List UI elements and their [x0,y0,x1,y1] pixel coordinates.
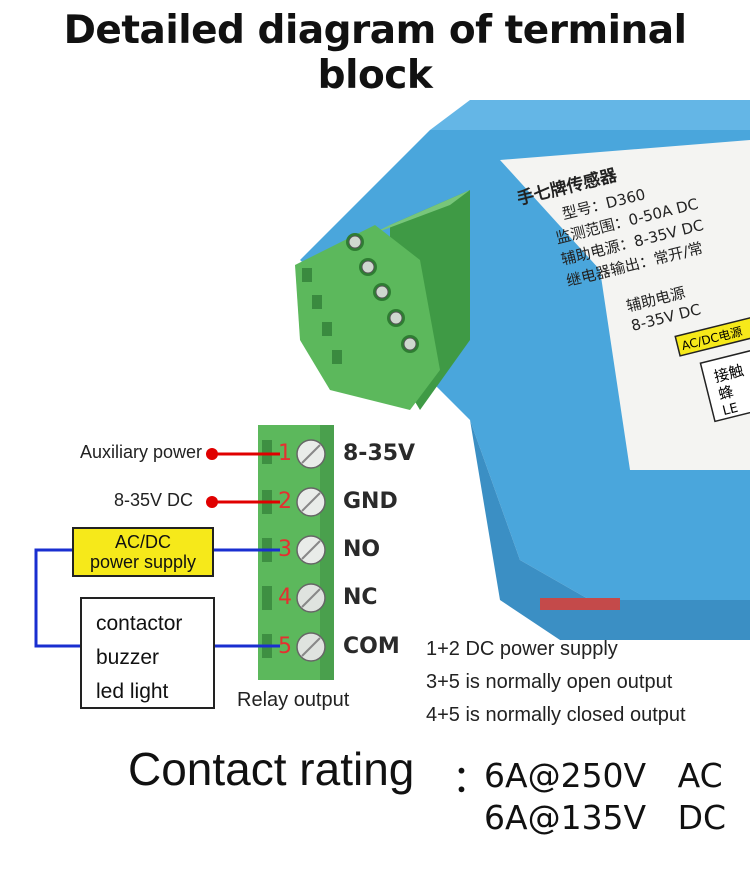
relay-output-label: Relay output [237,689,350,711]
note-item: 3+5 is normally open output [426,671,673,693]
sticker-acdc-box [674,316,750,357]
terminal-label-2: GND [343,489,398,514]
aux-voltage-label: 8-35V DC [113,490,193,510]
contact-rating-dc: 6A@135V DC [484,798,727,837]
terminal-number-2: 2 [278,489,292,514]
wire-red-dot-2 [206,496,218,508]
load-item-contactor: contactor [96,612,183,635]
housing-shade [470,420,750,640]
wire-blue-loop [34,548,80,648]
load-box: contactor buzzer led light [80,597,215,709]
label-sticker [500,140,750,470]
terminal-number-5: 5 [278,634,292,659]
contact-rating-ac: 6A@250V AC [484,756,723,795]
terminal-number-4: 4 [278,585,292,610]
page-title: Detailed diagram of terminal block [63,8,687,98]
housing-top [430,100,750,130]
acdc-power-supply-box: AC/DC power supply [72,527,214,577]
aux-power-label: Auxiliary power [79,442,202,462]
sticker-load-box [699,347,750,423]
note-item: 4+5 is normally closed output [426,704,686,726]
terminal-label-3: NO [343,537,381,562]
acdc-line-2: power supply [89,552,197,572]
housing-red-mark [540,598,620,610]
notes-list: 1+2 DC power supply 3+5 is normally open… [426,633,686,732]
terminal-label-5: COM [343,634,400,659]
terminal-number-3: 3 [278,537,292,562]
terminal-label-1: 8-35V [343,441,416,466]
contact-rating-title: Contact rating [128,743,415,795]
contact-rating-colon: ： [452,759,491,801]
load-item-led: led light [96,680,169,703]
sticker-line-11: LE [721,401,740,419]
terminal-number-1: 1 [278,441,292,466]
sticker-line-10: 蜂 [716,382,735,403]
wire-red-dot-1 [206,448,218,460]
load-item-buzzer: buzzer [96,646,160,669]
device-terminal-top [370,190,470,235]
terminal-label-4: NC [343,585,378,610]
acdc-line-1: AC/DC [114,532,171,552]
device-terminal-front [295,225,440,410]
note-item: 1+2 DC power supply [426,638,618,660]
